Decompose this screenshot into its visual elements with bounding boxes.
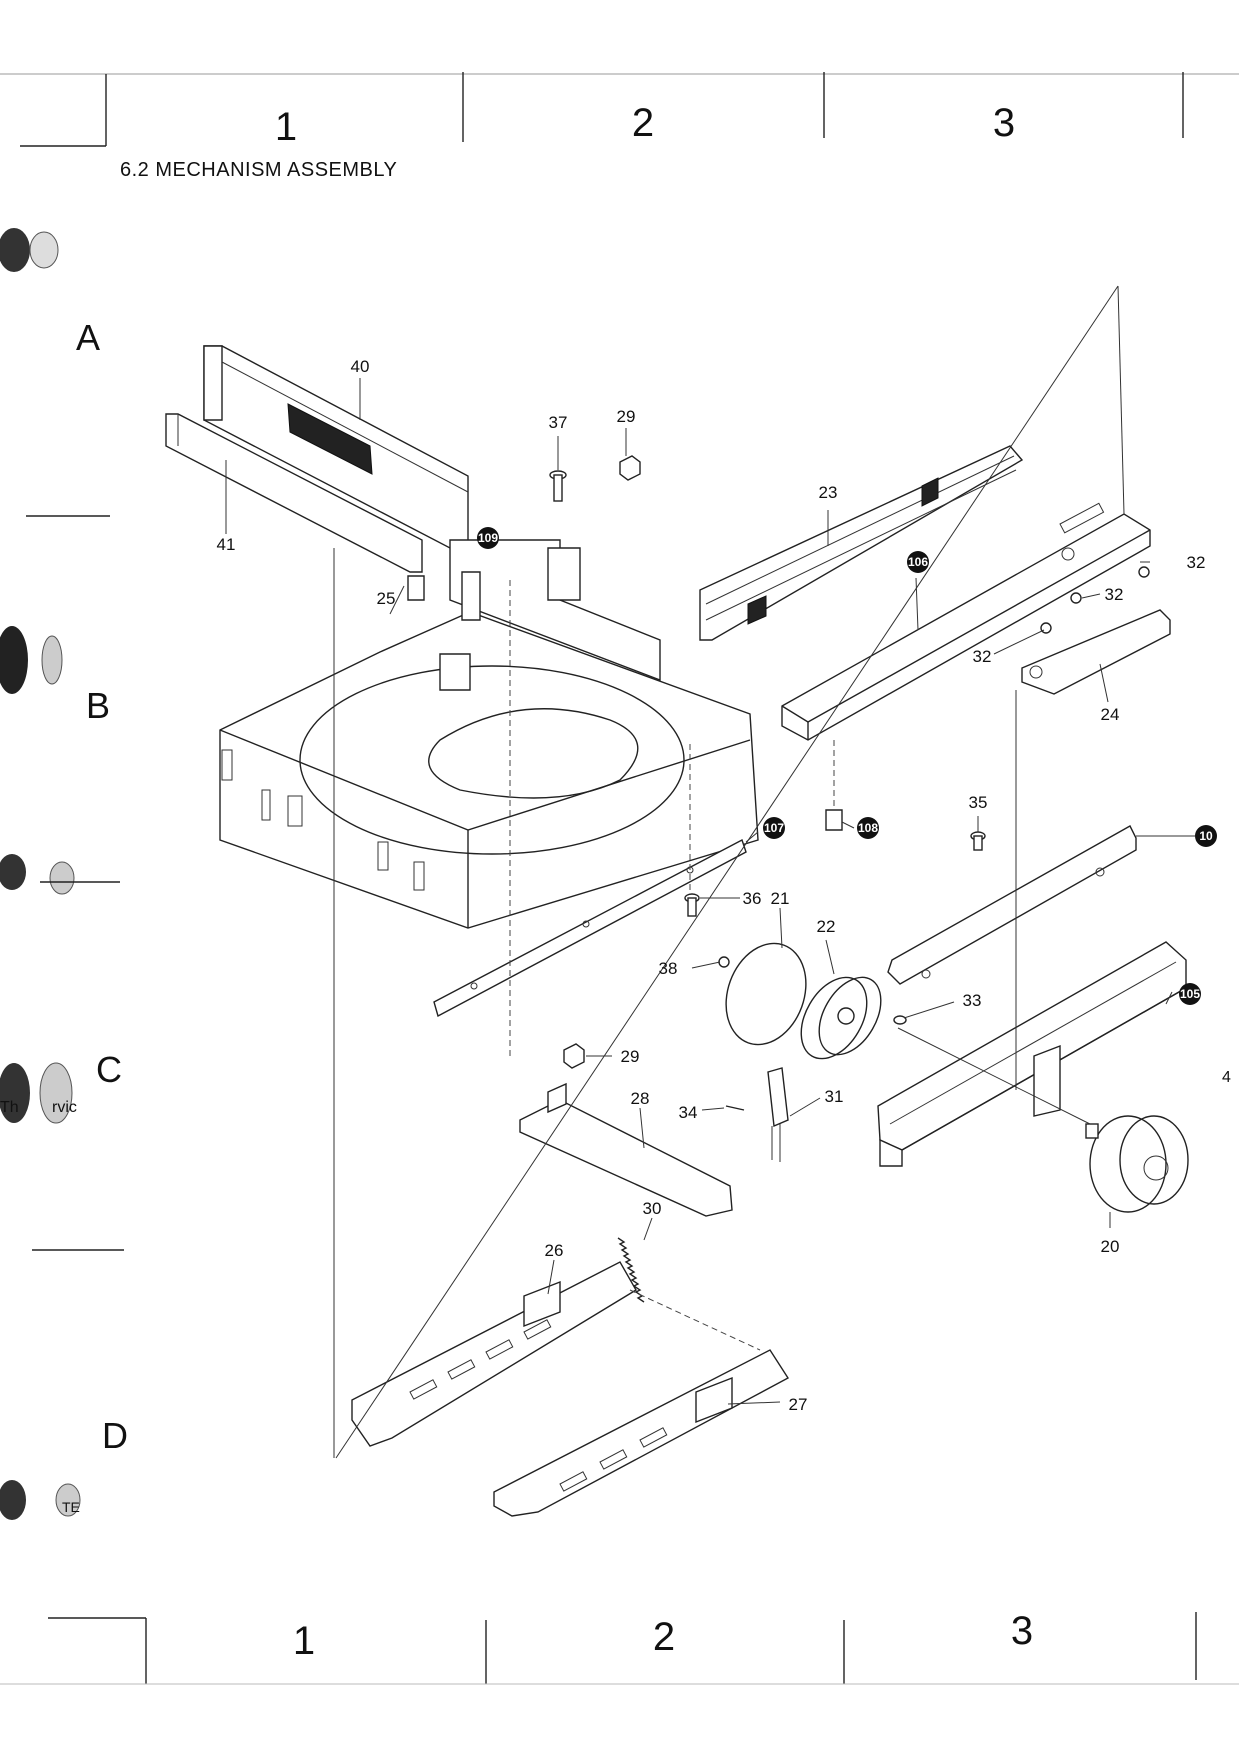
column-label-bottom-3: 3 — [1011, 1609, 1033, 1653]
binder-holes — [0, 228, 81, 1520]
margin-page-ref: 4 — [1222, 1069, 1231, 1086]
binder-text-2: rvic — [52, 1099, 77, 1116]
part-label: 41 — [217, 535, 236, 554]
part-24-bracket — [1021, 609, 1171, 695]
alignment-lines — [333, 285, 1125, 1459]
part-label: 29 — [617, 407, 636, 426]
part-40-front-panel — [203, 345, 469, 551]
part-34-screw — [725, 1105, 745, 1111]
part-label: 40 — [351, 357, 370, 376]
row-label-c: C — [96, 1049, 122, 1090]
ref-marker: 108 — [858, 821, 878, 835]
part-30-spring — [617, 1237, 645, 1303]
part-37-screw — [549, 470, 567, 502]
row-label-a: A — [76, 317, 100, 358]
part-22-pulley — [800, 976, 882, 1060]
column-label-bottom-2: 2 — [653, 1615, 675, 1659]
part-29-nut-lower — [563, 1043, 585, 1069]
part-31-switch — [767, 1067, 789, 1162]
part-23-rack — [699, 445, 1024, 641]
part-32-balls — [1040, 566, 1150, 634]
part-33-screw — [893, 1015, 907, 1025]
part-label: 21 — [771, 889, 790, 908]
part-label: 24 — [1101, 705, 1120, 724]
part-20-motor — [1085, 1115, 1189, 1213]
part-label: 34 — [679, 1103, 698, 1122]
part-label: 33 — [963, 991, 982, 1010]
part-label: 36 — [743, 889, 762, 908]
column-label-top-2: 2 — [632, 101, 654, 145]
part-41-window-strip — [165, 413, 423, 573]
part-label: 20 — [1101, 1237, 1120, 1256]
part-labels: 40 41 37 29 23 32 32 32 24 25 35 36 21 2… — [217, 357, 1206, 1414]
part-label: 32 — [973, 647, 992, 666]
part-108-pad — [825, 809, 843, 831]
part-label: 32 — [1187, 553, 1206, 572]
part-label: 28 — [631, 1089, 650, 1108]
ref-marker: 10 — [1199, 829, 1213, 843]
part-29-nut — [619, 455, 641, 481]
part-label: 23 — [819, 483, 838, 502]
row-label-b: B — [86, 685, 110, 726]
part-35-screw — [970, 831, 986, 851]
ref-marker: 106 — [908, 555, 928, 569]
column-label-top-3: 3 — [993, 101, 1015, 145]
reference-markers: 109 106 107 108 105 10 — [477, 527, 1217, 1005]
part-label: 31 — [825, 1087, 844, 1106]
part-label: 25 — [377, 589, 396, 608]
part-36-screw — [684, 893, 700, 917]
column-label-bottom-1: 1 — [293, 1619, 315, 1663]
part-label: 22 — [817, 917, 836, 936]
part-label: 32 — [1105, 585, 1124, 604]
part-label: 27 — [789, 1395, 808, 1414]
part-105-chassis — [877, 941, 1187, 1167]
part-label: 29 — [621, 1047, 640, 1066]
ref-marker: 109 — [478, 531, 498, 545]
part-107-strip — [433, 838, 747, 1018]
part-label: 35 — [969, 793, 988, 812]
part-38-washer — [718, 956, 730, 968]
binder-text-1: Th — [0, 1099, 19, 1116]
part-26-slider — [351, 1261, 637, 1447]
grid-frame — [0, 72, 1239, 1685]
part-27-slider — [493, 1349, 789, 1517]
part-label: 30 — [643, 1199, 662, 1218]
section-title: 6.2 MECHANISM ASSEMBLY — [120, 159, 397, 181]
row-label-d: D — [102, 1415, 128, 1456]
part-25-disc-tray — [219, 539, 759, 929]
part-21-belt — [725, 942, 807, 1046]
binder-text-3: TE — [62, 1499, 80, 1515]
part-label: 26 — [545, 1241, 564, 1260]
part-10-upper-rail — [887, 825, 1137, 985]
part-109-block — [407, 575, 425, 601]
part-28-lever — [519, 1082, 733, 1217]
part-label: 37 — [549, 413, 568, 432]
ref-marker: 107 — [764, 821, 784, 835]
part-label: 38 — [659, 959, 678, 978]
leader-lines — [225, 378, 1173, 1405]
column-label-top-1: 1 — [275, 105, 297, 149]
ref-marker: 105 — [1180, 987, 1200, 1001]
